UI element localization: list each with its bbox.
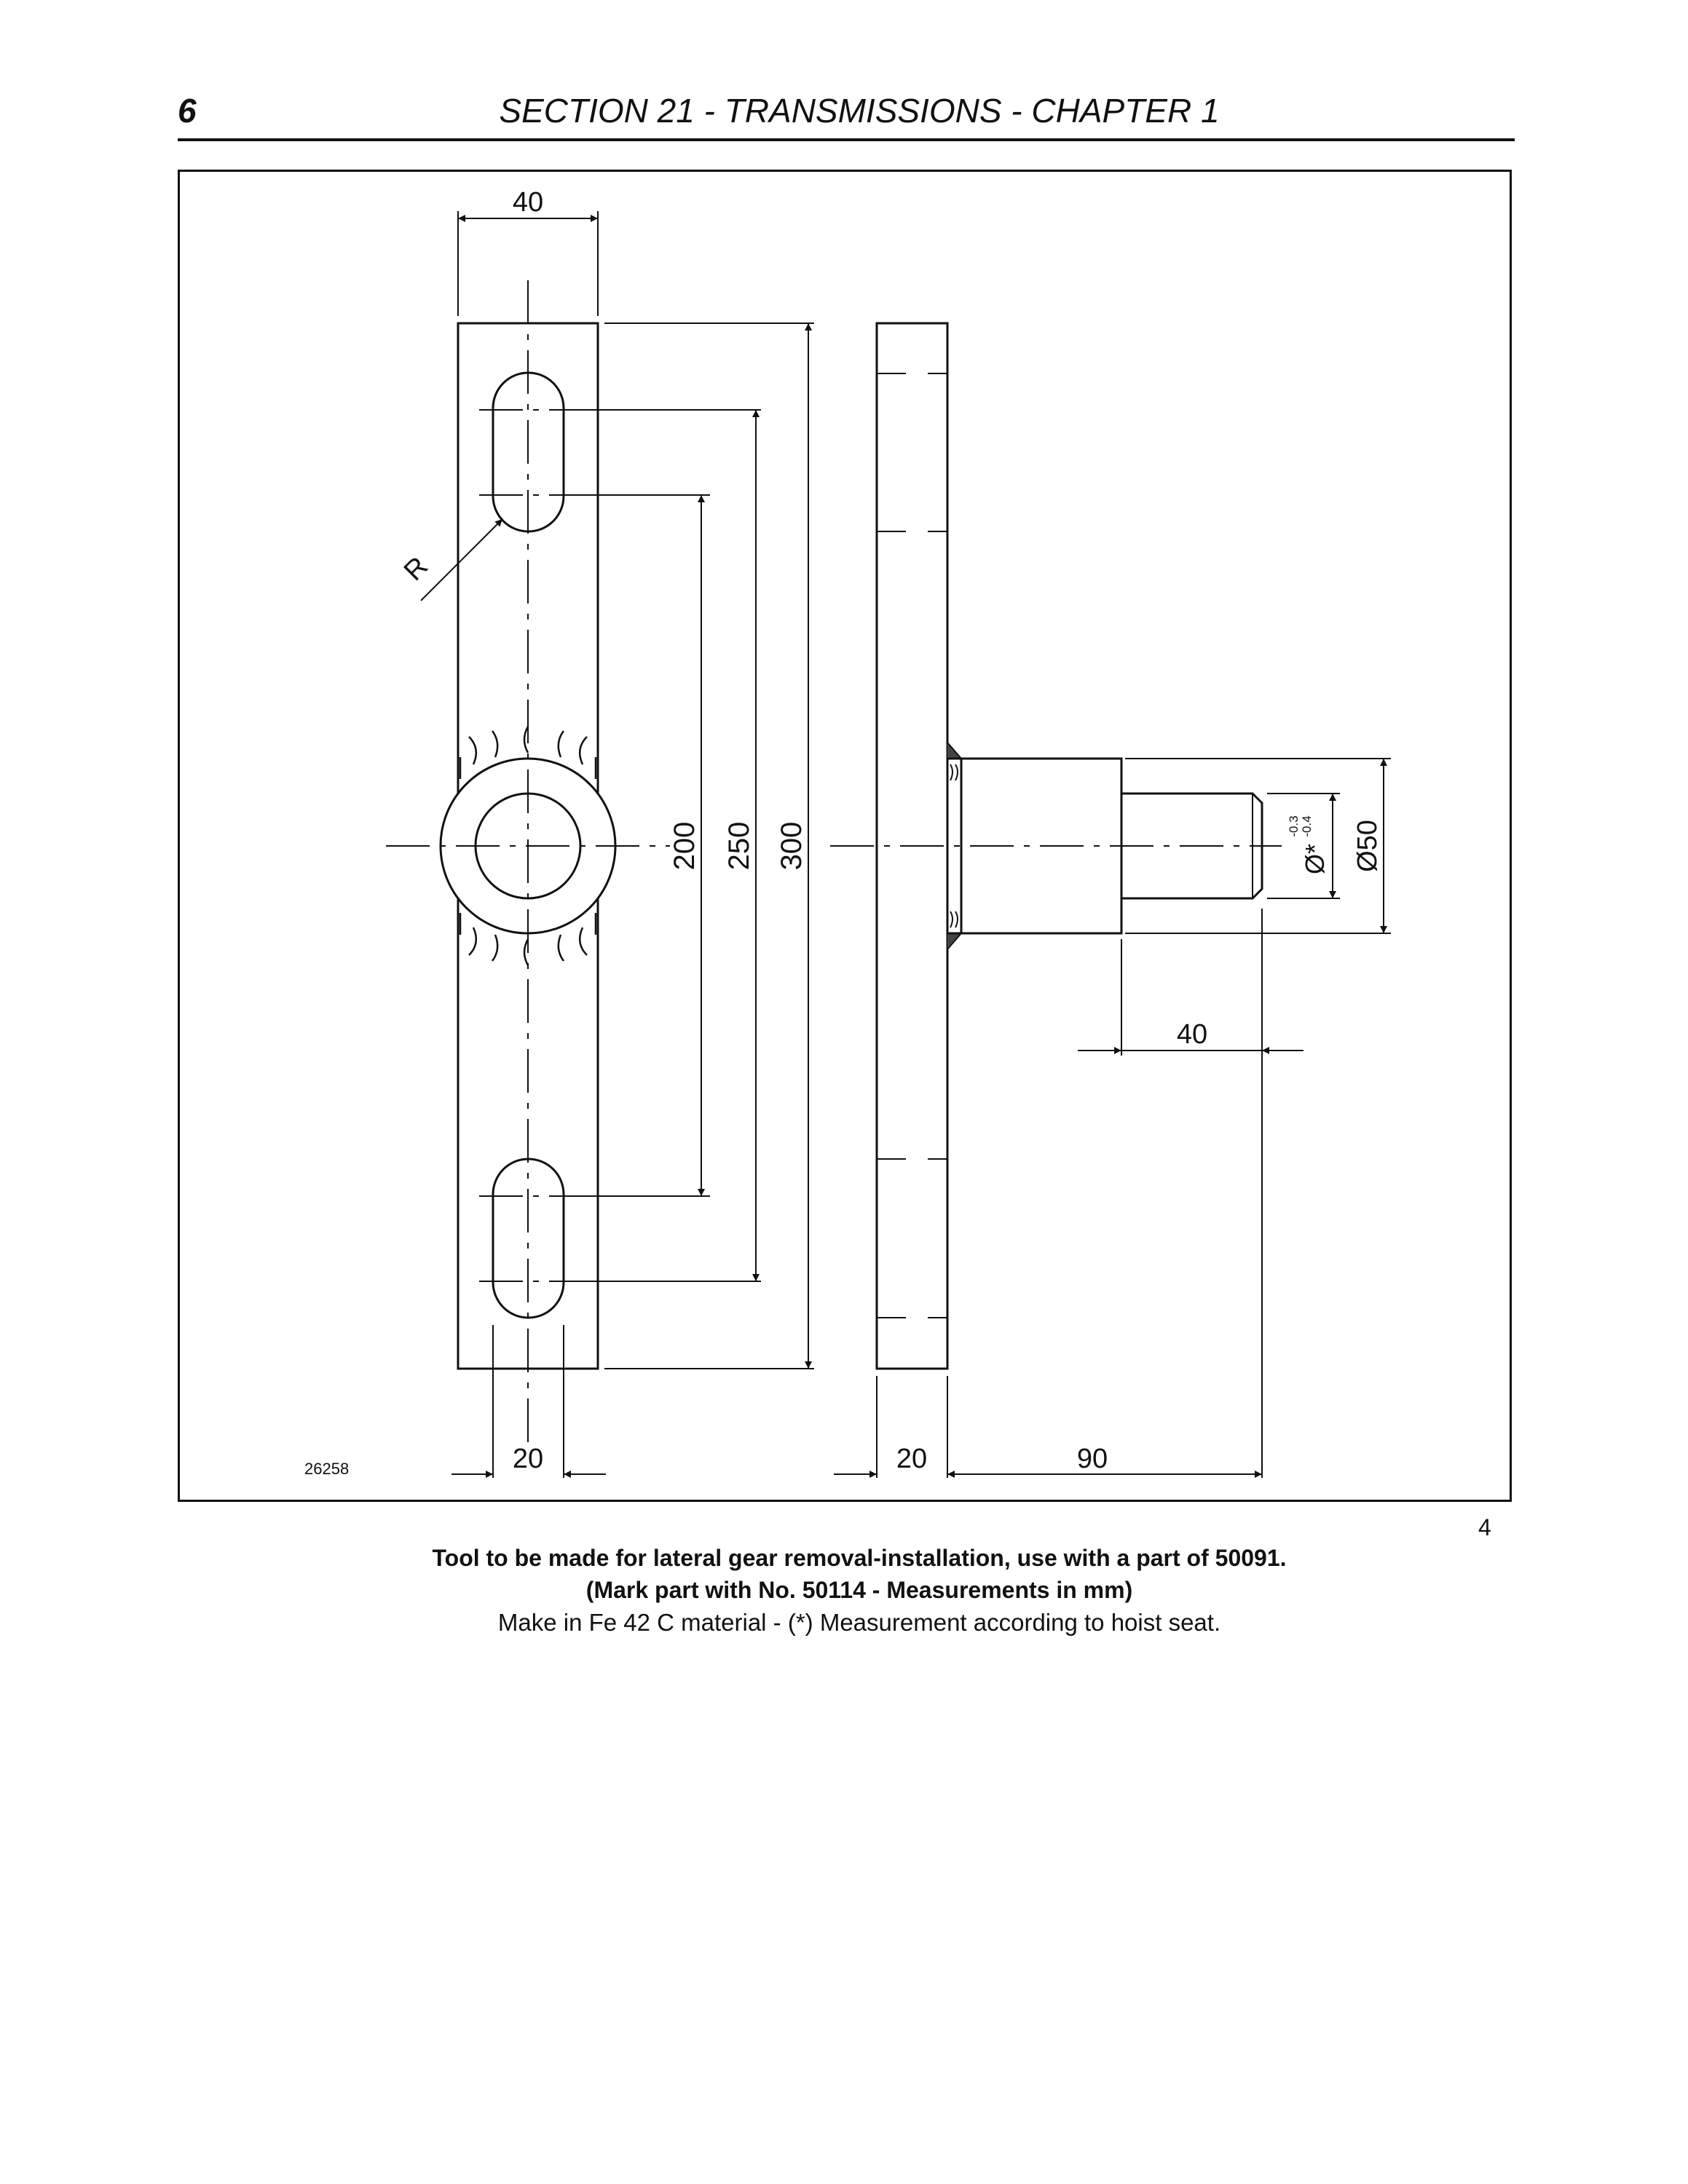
side-view bbox=[875, 322, 1263, 1370]
dim-overall-depth: 90 bbox=[1077, 1444, 1108, 1474]
dim-pin-length: 40 bbox=[1177, 1019, 1207, 1050]
side-view-dimensions bbox=[834, 758, 1391, 1478]
dim-radius-label: R bbox=[398, 551, 434, 587]
front-view-centerlines bbox=[386, 280, 670, 1445]
dim-pin-diameter: Ø* bbox=[1300, 844, 1330, 874]
caption-line-1: Tool to be made for lateral gear removal… bbox=[432, 1545, 1287, 1571]
dim-plate-length: 300 bbox=[776, 822, 808, 871]
dim-tolerance-upper: -0.3 bbox=[1287, 815, 1301, 836]
side-view-hidden-lines bbox=[877, 373, 947, 1318]
weld-bottom bbox=[947, 933, 963, 950]
page-number: 6 bbox=[178, 92, 197, 130]
front-view-weld-marks bbox=[459, 726, 597, 966]
dim-side-thickness: 20 bbox=[896, 1444, 927, 1474]
section-header-title: SECTION 21 - TRANSMISSIONS - CHAPTER 1 bbox=[499, 92, 1220, 130]
figure-number: 4 bbox=[1478, 1514, 1491, 1540]
front-view-dimensions bbox=[420, 211, 814, 1478]
drawing-number: 26258 bbox=[304, 1460, 349, 1478]
dim-plate-width: 40 bbox=[513, 187, 543, 218]
side-view-weld-hatches bbox=[950, 764, 958, 928]
weld-top bbox=[947, 742, 963, 759]
dim-slot-span: 250 bbox=[723, 822, 755, 871]
dim-tolerance-lower: -0.4 bbox=[1300, 815, 1314, 836]
header-rule bbox=[178, 138, 1515, 141]
dim-boss-diameter: Ø50 bbox=[1352, 820, 1383, 872]
dim-slot-width: 20 bbox=[513, 1444, 543, 1474]
dim-slot-spacing: 200 bbox=[669, 822, 701, 871]
side-plate bbox=[875, 322, 949, 1370]
caption-note: Make in Fe 42 C material - (*) Measureme… bbox=[497, 1609, 1221, 1636]
caption-line-2: (Mark part with No. 50114 - Measurements… bbox=[585, 1577, 1133, 1603]
figure-frame bbox=[178, 170, 1512, 1502]
